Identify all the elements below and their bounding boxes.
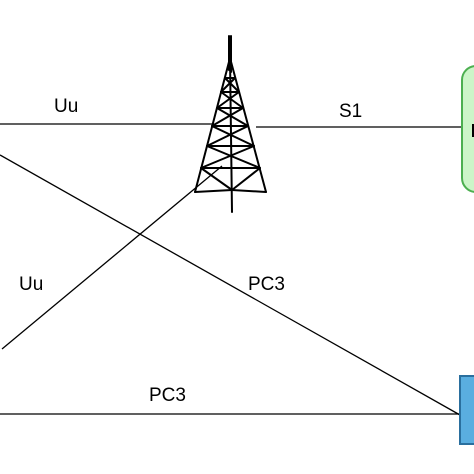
application-server-node: [459, 375, 474, 445]
core-network-node: [461, 65, 474, 193]
s1-label: S1: [339, 101, 362, 122]
pc3-diagonal-link: [0, 154, 461, 416]
cell-tower-icon: [194, 35, 267, 213]
uu-diagonal-label: Uu: [19, 274, 43, 295]
pc3-bottom-label: PC3: [149, 385, 186, 406]
pc3-diagonal-label: PC3: [248, 274, 285, 295]
uu-diagonal-link: [1, 165, 223, 350]
uu-top-label: Uu: [54, 96, 78, 117]
